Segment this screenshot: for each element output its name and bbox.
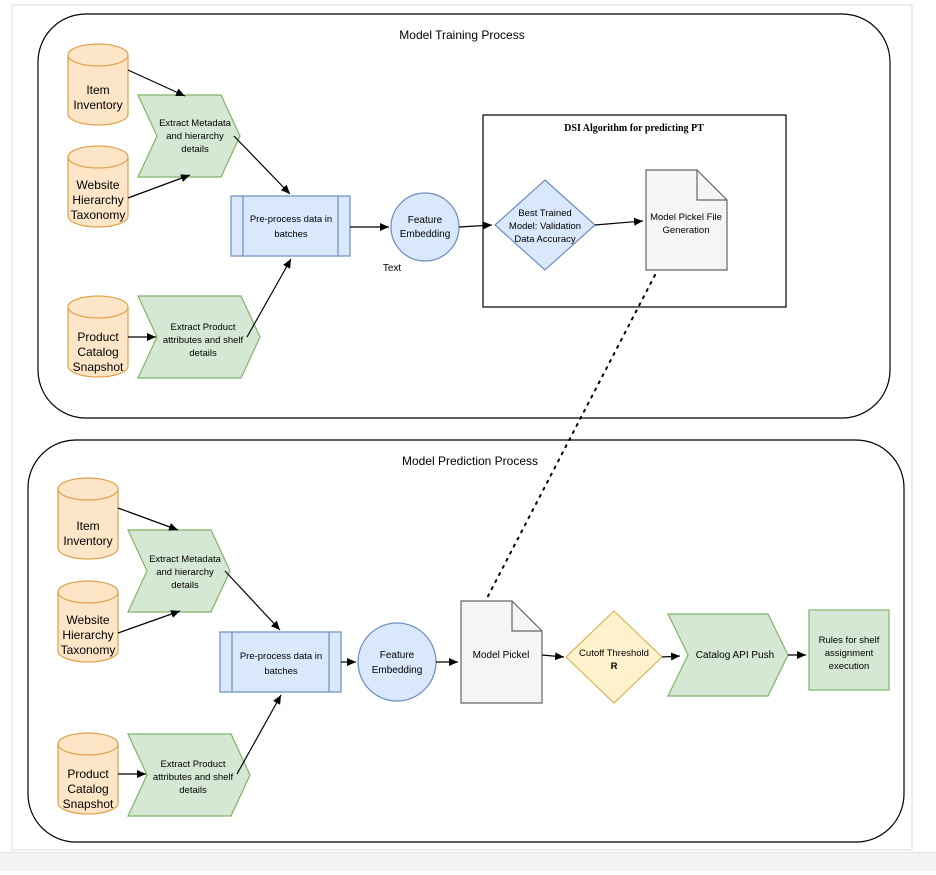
prediction-preprocess-label-2: batches	[264, 666, 298, 677]
training-arrows	[127, 69, 644, 341]
best-model-label-2: Model: Validation	[509, 221, 581, 232]
dsi-algorithm-box: DSI Algorithm for predicting PT	[482, 114, 787, 308]
model-pickel-doc: Model Pickel	[460, 600, 543, 704]
training-preprocess-box: Pre-process data in batches	[230, 195, 351, 257]
training-feature-label-1: Feature	[408, 215, 443, 226]
training-extract-product-label-3: details	[189, 348, 217, 359]
training-extract-metadata-label-2: and hierarchy	[166, 131, 224, 142]
training-preprocess-label-1: Pre-process data in	[250, 214, 332, 225]
rules-execution-box: Rules for shelf assignment execution	[808, 609, 890, 691]
model-pickel-file-generation-doc: Model Pickel File Generation	[645, 169, 728, 271]
prediction-item-inventory-label-2: Inventory	[63, 534, 112, 548]
training-product-label-2: Catalog	[77, 345, 118, 359]
prediction-extract-metadata-label-1: Extract Metadata	[149, 554, 222, 565]
training-feature-embedding: Feature Embedding	[390, 192, 460, 262]
prediction-panel: Model Prediction Process Item Inventory …	[27, 439, 905, 843]
model-pickel-label: Model Pickel	[473, 650, 530, 661]
prediction-container	[27, 439, 905, 843]
training-product-label-3: Snapshot	[73, 360, 124, 374]
rules-label-1: Rules for shelf	[819, 635, 880, 646]
prediction-website-label-2: Hierarchy	[62, 628, 113, 642]
prediction-preprocess-box: Pre-process data in batches	[219, 631, 342, 693]
model-pickel-link	[485, 274, 656, 601]
best-model-label-1: Best Trained	[518, 208, 571, 219]
prediction-extract-product-step: Extract Product attributes and shelf det…	[127, 733, 251, 817]
prediction-item-inventory-db: Item Inventory	[57, 477, 119, 560]
prediction-item-inventory-label-1: Item	[76, 519, 99, 533]
rules-label-2: assignment	[825, 648, 874, 659]
training-product-catalog-db: Product Catalog Snapshot	[67, 295, 129, 378]
prediction-product-label-2: Catalog	[67, 782, 108, 796]
best-model-decision: Best Trained Model: Validation Data Accu…	[494, 179, 596, 271]
prediction-product-label-3: Snapshot	[63, 797, 114, 811]
training-website-taxonomy-db: Website Hierarchy Taxonomy	[67, 145, 129, 228]
training-panel: Model Training Process Item Inventory We…	[37, 13, 891, 419]
cutoff-label-2: R	[611, 661, 618, 672]
prediction-feature-embedding: Feature Embedding	[357, 622, 437, 702]
prediction-extract-product-label-2: attributes and shelf	[153, 772, 234, 783]
prediction-extract-product-label-1: Extract Product	[161, 759, 226, 770]
prediction-extract-metadata-label-2: and hierarchy	[156, 567, 214, 578]
training-item-inventory-db: Item Inventory	[67, 43, 129, 126]
prediction-extract-metadata-step: Extract Metadata and hierarchy details	[127, 529, 231, 613]
prediction-preprocess-label-1: Pre-process data in	[240, 651, 322, 662]
training-website-label-2: Hierarchy	[72, 193, 123, 207]
training-extract-product-label-1: Extract Product	[171, 322, 236, 333]
training-item-inventory-label-2: Inventory	[73, 98, 122, 112]
catalog-api-push-label: Catalog API Push	[696, 650, 774, 661]
prediction-title: Model Prediction Process	[402, 454, 538, 468]
rules-label-3: execution	[829, 661, 870, 672]
prediction-feature-label-1: Feature	[380, 650, 415, 661]
training-item-inventory-label-1: Item	[86, 83, 109, 97]
best-model-label-3: Data Accuracy	[514, 234, 575, 245]
training-extract-metadata-label-1: Extract Metadata	[159, 118, 232, 129]
training-extract-product-step: Extract Product attributes and shelf det…	[137, 295, 261, 379]
training-product-label-1: Product	[77, 330, 119, 344]
cutoff-label-1: Cutoff Threshold	[579, 648, 649, 659]
text-edge-label: Text	[383, 263, 402, 274]
prediction-arrows	[117, 507, 806, 778]
prediction-website-taxonomy-db: Website Hierarchy Taxonomy	[57, 580, 119, 663]
training-preprocess-label-2: batches	[274, 229, 308, 240]
training-extract-metadata-step: Extract Metadata and hierarchy details	[137, 94, 241, 178]
training-feature-label-2: Embedding	[400, 229, 451, 240]
prediction-website-label-1: Website	[66, 613, 109, 627]
training-extract-product-label-2: attributes and shelf	[163, 335, 244, 346]
training-title: Model Training Process	[399, 28, 524, 42]
training-extract-metadata-label-3: details	[181, 144, 209, 155]
prediction-extract-metadata-label-3: details	[171, 580, 199, 591]
prediction-extract-product-label-3: details	[179, 785, 207, 796]
training-website-label-3: Taxonomy	[71, 208, 126, 222]
pickel-generation-label-1: Model Pickel File	[650, 212, 722, 223]
catalog-api-push-step: Catalog API Push	[667, 613, 789, 697]
training-website-label-1: Website	[76, 178, 119, 192]
prediction-feature-label-2: Embedding	[372, 665, 423, 676]
cutoff-threshold-decision: Cutoff Threshold R	[565, 610, 663, 704]
dsi-title: DSI Algorithm for predicting PT	[564, 123, 704, 134]
prediction-website-label-3: Taxonomy	[61, 643, 116, 657]
bottom-strip	[0, 852, 936, 871]
prediction-product-catalog-db: Product Catalog Snapshot	[57, 732, 119, 815]
pickel-generation-label-2: Generation	[662, 225, 709, 236]
prediction-product-label-1: Product	[67, 767, 109, 781]
